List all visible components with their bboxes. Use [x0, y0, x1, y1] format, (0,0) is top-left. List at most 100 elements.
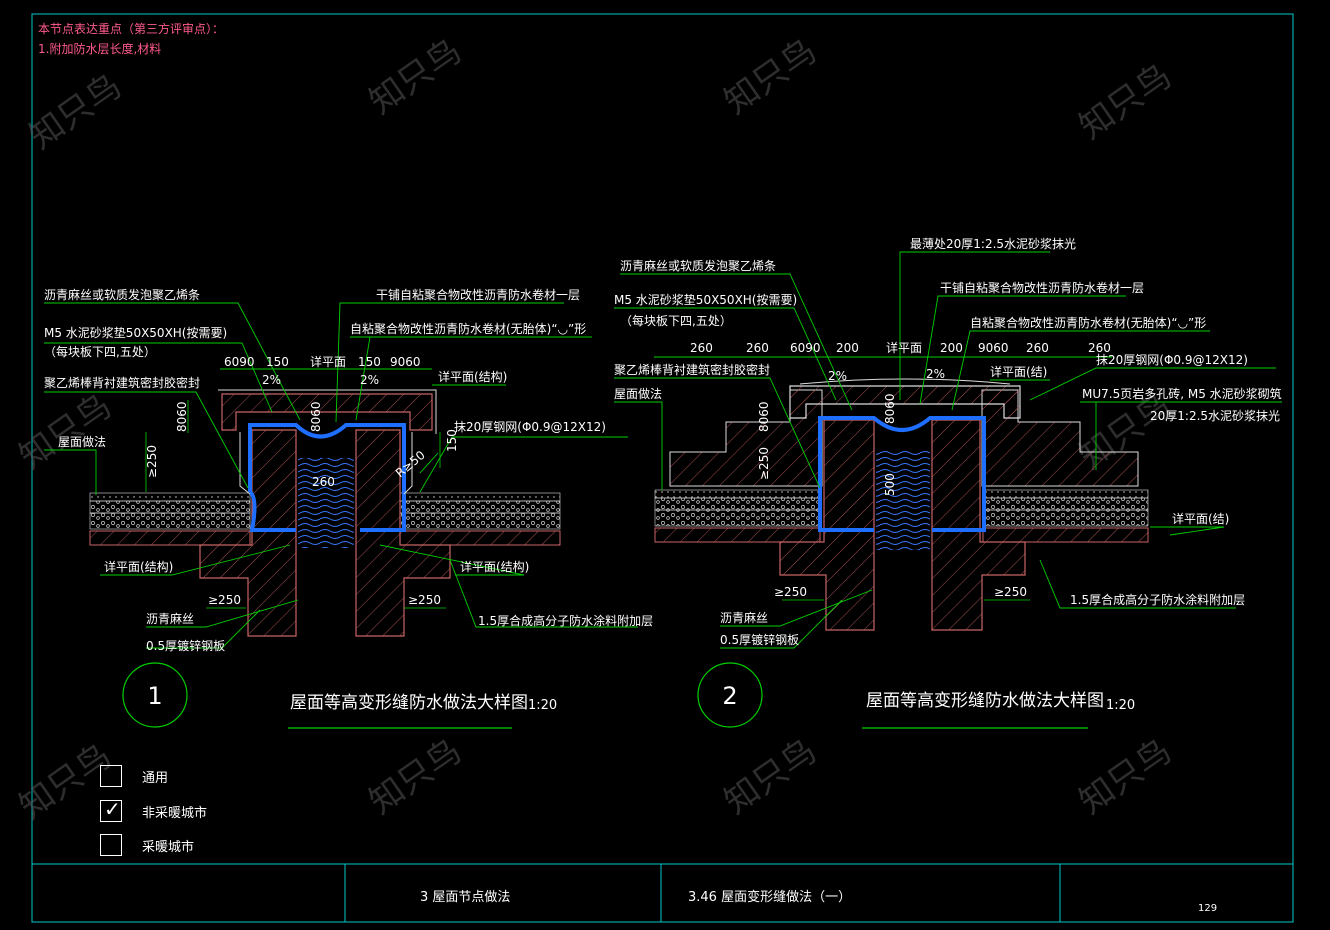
label-mesh: 抹20厚钢网(Φ0.9@12X12): [1096, 353, 1248, 367]
roof-layers-left: [654, 489, 821, 543]
label-plan2: 详平面(结构): [460, 559, 529, 574]
watermark: 知只鸟: [22, 66, 128, 157]
cover-cap: [789, 385, 1021, 419]
label-roof: 屋面做法: [58, 434, 106, 449]
dim-8060: 8060: [757, 401, 771, 432]
title-block-chapter: 3 屋面节点做法: [420, 890, 511, 905]
detail-scale: 1:20: [1106, 698, 1135, 713]
detail-number-circle: [697, 662, 763, 728]
dim-ge250b: ≥250: [774, 585, 807, 599]
dim-ge250c: ≥250: [408, 593, 441, 607]
label-steel: 0.5厚镀锌钢板: [720, 633, 799, 647]
label-asphalt: 沥青麻丝: [146, 611, 194, 626]
dim-260c: 260: [1026, 341, 1049, 355]
title-block-section: 3.46 屋面变形缝做法（一）: [688, 890, 852, 905]
checkbox[interactable]: [100, 834, 122, 856]
legend-label: 采暖城市: [142, 839, 195, 855]
dim-260d: 260: [1088, 341, 1111, 355]
label-asphalt: 沥青麻丝: [720, 610, 768, 625]
dim-150c: 150: [445, 429, 459, 452]
label-self: 自粘聚合物改性沥青防水卷材(无胎体)“◡”形: [970, 315, 1206, 330]
label-dry: 干铺自粘聚合物改性沥青防水卷材一层: [940, 280, 1144, 295]
dim-2a: 2%: [828, 369, 847, 383]
label-plan-r: 详平面(结构): [438, 369, 507, 384]
dim-ge250: ≥250: [757, 447, 771, 480]
leader-lines: [614, 251, 1282, 649]
watermark: 知只鸟: [362, 31, 468, 122]
label-ge250: ≥250: [145, 445, 159, 478]
dim-150a: 150: [266, 355, 289, 369]
label-fiber: 沥青麻丝或软质发泡聚乙烯条: [44, 287, 200, 302]
dim-260a: 260: [690, 341, 713, 355]
dim-8060b: 8060: [309, 401, 323, 432]
cap-outline: [218, 389, 437, 434]
sheet-frame: [31, 13, 1294, 923]
legend-item-heating[interactable]: 采暖城市: [100, 833, 194, 857]
dim-6090: 6090: [790, 341, 821, 355]
joint-filler: [876, 450, 930, 550]
label-mesh: 抹20厚钢网(Φ0.9@12X12): [454, 420, 606, 434]
label-plan1: 详平面(结构): [104, 559, 173, 574]
label-mu: MU7.5页岩多孔砖, M5 水泥砂浆砌筑: [1082, 386, 1282, 401]
label-m5b: （每块板下四,五处）: [44, 344, 156, 359]
label-coat: 1.5厚合成高分子防水涂料附加层: [1070, 592, 1245, 607]
dim-200a: 200: [836, 341, 859, 355]
membrane: [248, 423, 406, 532]
checkbox-checked[interactable]: ✓: [100, 797, 122, 822]
dim-xpm: 详平面: [886, 340, 922, 355]
label-coat: 1.5厚合成高分子防水涂料附加层: [478, 613, 653, 628]
dim-500: 500: [883, 473, 897, 496]
page-number: 129: [1198, 903, 1218, 914]
dim-2b: 2%: [360, 373, 379, 387]
wall-right: [355, 429, 451, 637]
watermark: 知只鸟: [1072, 731, 1178, 822]
legend-item-general[interactable]: 通用: [100, 764, 168, 788]
label-m5: M5 水泥砂浆垫50X50XH(按需要): [614, 292, 797, 307]
roof-layers-right: [399, 492, 561, 546]
membrane: [818, 416, 986, 532]
legend-label: 通用: [142, 770, 169, 786]
leader-lines: [44, 302, 638, 649]
label-self: 自粘聚合物改性沥青防水卷材(无胎体)“◡”形: [350, 321, 586, 336]
label-mu2: 20厚1:2.5水泥砂浆抹光: [1150, 408, 1280, 423]
dim-2a: 2%: [262, 373, 281, 387]
review-note-heading: 本节点表达重点（第三方评审点）：: [38, 22, 225, 36]
roof-layers-left: [89, 492, 251, 546]
wall-left: [779, 419, 875, 631]
label-thin: 最薄处20厚1:2.5水泥砂浆抹光: [910, 236, 1076, 251]
detail-scale: 1:20: [528, 698, 557, 713]
label-pe: 聚乙烯棒背衬建筑密封胶密封: [614, 362, 770, 377]
watermark: 知只鸟: [1072, 56, 1178, 147]
watermark: 知只鸟: [717, 31, 823, 122]
dim-150b: 150: [358, 355, 381, 369]
checkbox[interactable]: [100, 765, 122, 787]
flashing: [239, 432, 251, 495]
dim-lines: [145, 400, 446, 609]
label-plan: 详平面(结): [990, 364, 1047, 379]
dim-8060b: 8060: [883, 393, 897, 424]
label-steel: 0.5厚镀锌钢板: [146, 639, 225, 653]
dim-9060: 9060: [978, 341, 1009, 355]
check-icon: ✓: [104, 797, 121, 821]
watermark: 知只鸟: [362, 731, 468, 822]
detail-title: 屋面等高变形缝防水做法大样图: [290, 693, 528, 713]
cover-cap: [221, 393, 433, 431]
detail-number: 2: [722, 682, 737, 710]
legend-item-non-heating[interactable]: ✓ 非采暖城市: [100, 797, 208, 823]
wall-left: [199, 429, 297, 637]
dim-xpm: 详平面: [310, 354, 346, 369]
dim-260b: 260: [746, 341, 769, 355]
label-pe: 聚乙烯棒背衬建筑密封胶密封: [44, 375, 200, 390]
detail-number-circle: [122, 662, 188, 728]
label-fiber: 沥青麻丝或软质发泡聚乙烯条: [620, 258, 776, 273]
detail-number: 1: [147, 682, 162, 710]
label-dry: 干铺自粘聚合物改性沥青防水卷材一层: [376, 287, 580, 302]
dim-2b: 2%: [926, 367, 945, 381]
legend-label: 非采暖城市: [142, 805, 208, 821]
joint-filler: [298, 458, 354, 548]
dim-260: 260: [312, 475, 335, 489]
dim-9060: 9060: [390, 355, 421, 369]
detail-title: 屋面等高变形缝防水做法大样图: [866, 691, 1104, 711]
label-roof: 屋面做法: [614, 386, 662, 401]
